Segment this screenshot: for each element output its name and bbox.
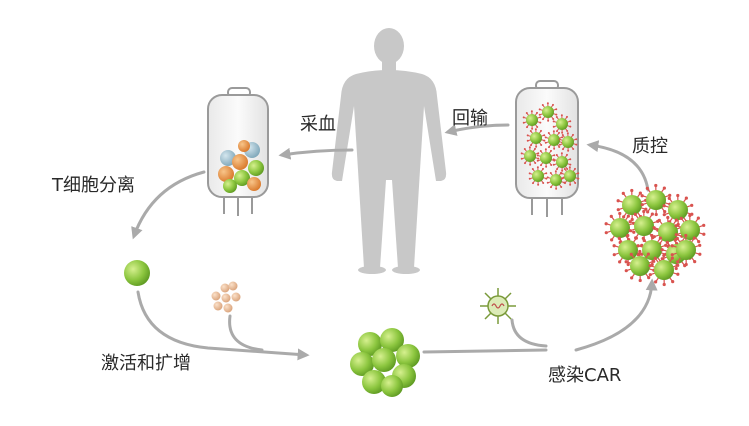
label-activation-expansion: 激活和扩增: [101, 353, 191, 374]
car-t-cell: [670, 233, 702, 267]
arrow-t-cell-separation: [131, 170, 206, 240]
car-t-cell: [604, 211, 636, 245]
car-t-cell: [652, 215, 684, 249]
car-t-cell: [522, 110, 542, 130]
car-t-cell: [616, 188, 648, 222]
virus-vector-icon: [480, 288, 516, 324]
car-t-cell: [538, 102, 558, 122]
car-t-cell: [536, 148, 556, 168]
arrow-blood-draw: [278, 147, 354, 160]
arrow-to-activation: [136, 290, 310, 361]
car-t-cell: [558, 132, 578, 152]
car-t-cells-in-bag: [520, 102, 580, 190]
car-t-cell: [640, 183, 672, 217]
car-t-cell: [528, 166, 548, 186]
car-t-cell: [552, 114, 572, 134]
arrow-quality-control: [586, 140, 650, 192]
label-t-cell-separation: T细胞分离: [52, 175, 135, 196]
human-silhouette-icon: [331, 28, 447, 274]
car-t-cell: [624, 249, 656, 283]
arrow-reinfusion: [444, 123, 510, 136]
t-cell-icon: [124, 260, 150, 286]
arrow-virus-join: [510, 318, 548, 348]
car-t-cell: [520, 146, 540, 166]
arrow-to-transduction: [422, 348, 548, 354]
arrow-to-qc-cluster: [574, 278, 658, 352]
car-t-cell: [560, 166, 580, 186]
car-t-cell: [648, 253, 680, 287]
label-car-transduction: 感染CAR: [548, 365, 622, 386]
car-t-cell-icon: [604, 183, 706, 287]
label-quality-control: 质控: [632, 136, 668, 157]
process-arrows: [131, 123, 658, 361]
arrow-bead-join: [228, 314, 264, 352]
label-blood-draw: 采血: [300, 114, 336, 135]
car-t-cell: [544, 130, 564, 150]
mixed-blood-cells: [218, 140, 264, 193]
expanded-t-cell-cluster: [350, 328, 420, 397]
label-reinfusion: 回输: [452, 108, 488, 129]
car-t-cell: [526, 128, 546, 148]
activation-bead-icon: [211, 281, 241, 313]
car-t-cell: [662, 193, 694, 227]
car-t-cell: [552, 152, 572, 172]
